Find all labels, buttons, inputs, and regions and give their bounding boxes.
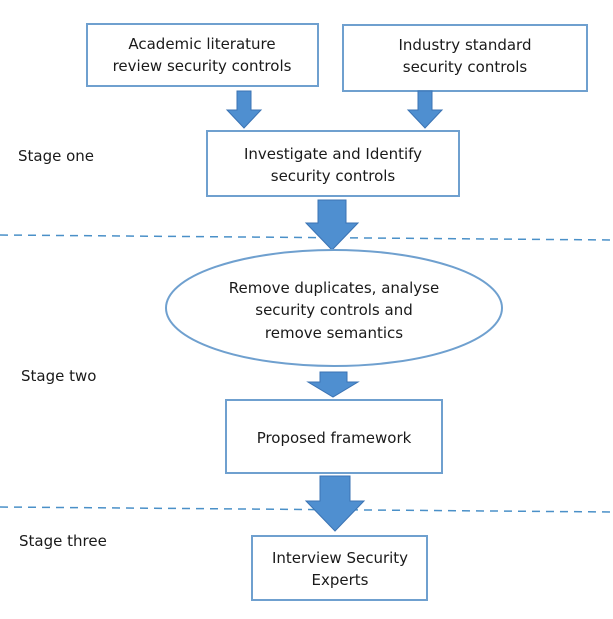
stage-divider-1 <box>0 234 613 241</box>
proposed-framework-box <box>225 399 443 474</box>
arrow-proposed-to-interview <box>304 475 366 532</box>
academic-literature-node: Academic literature review security cont… <box>86 23 319 87</box>
interview-experts-line2: Experts <box>312 571 369 589</box>
academic-literature-line2: review security controls <box>113 57 292 75</box>
investigate-line2: security controls <box>271 167 396 185</box>
industry-standard-line2: security controls <box>403 58 528 76</box>
remove-duplicates-line2: security controls and <box>255 301 412 319</box>
stage-three-label: Stage three <box>19 532 107 550</box>
arrow-remove-to-proposed <box>306 371 360 398</box>
arrow-investigate-to-remove <box>304 199 360 251</box>
remove-duplicates-line1: Remove duplicates, analyse <box>229 279 439 297</box>
stage-divider-2 <box>0 506 613 513</box>
remove-duplicates-line3: remove semantics <box>265 324 403 342</box>
investigate-node: Investigate and Identify security contro… <box>206 130 460 197</box>
interview-experts-box <box>251 535 428 601</box>
interview-experts-line1: Interview Security <box>272 549 408 567</box>
arrow-academic-to-investigate <box>225 90 263 129</box>
interview-experts-node: Interview Security Experts <box>251 535 428 601</box>
stage-two-label: Stage two <box>21 367 96 385</box>
stage-one-label: Stage one <box>18 147 94 165</box>
remove-duplicates-ellipse <box>165 249 503 367</box>
academic-literature-box <box>86 23 319 87</box>
remove-duplicates-node: Remove duplicates, analyse security cont… <box>165 249 503 367</box>
investigate-box <box>206 130 460 197</box>
academic-literature-line1: Academic literature <box>128 35 275 53</box>
proposed-framework-line1: Proposed framework <box>257 429 412 447</box>
industry-standard-line1: Industry standard <box>398 36 531 54</box>
investigate-line1: Investigate and Identify <box>244 145 422 163</box>
industry-standard-box <box>342 24 588 92</box>
proposed-framework-node: Proposed framework <box>225 399 443 474</box>
industry-standard-node: Industry standard security controls <box>342 24 588 92</box>
arrow-industry-to-investigate <box>406 90 444 129</box>
